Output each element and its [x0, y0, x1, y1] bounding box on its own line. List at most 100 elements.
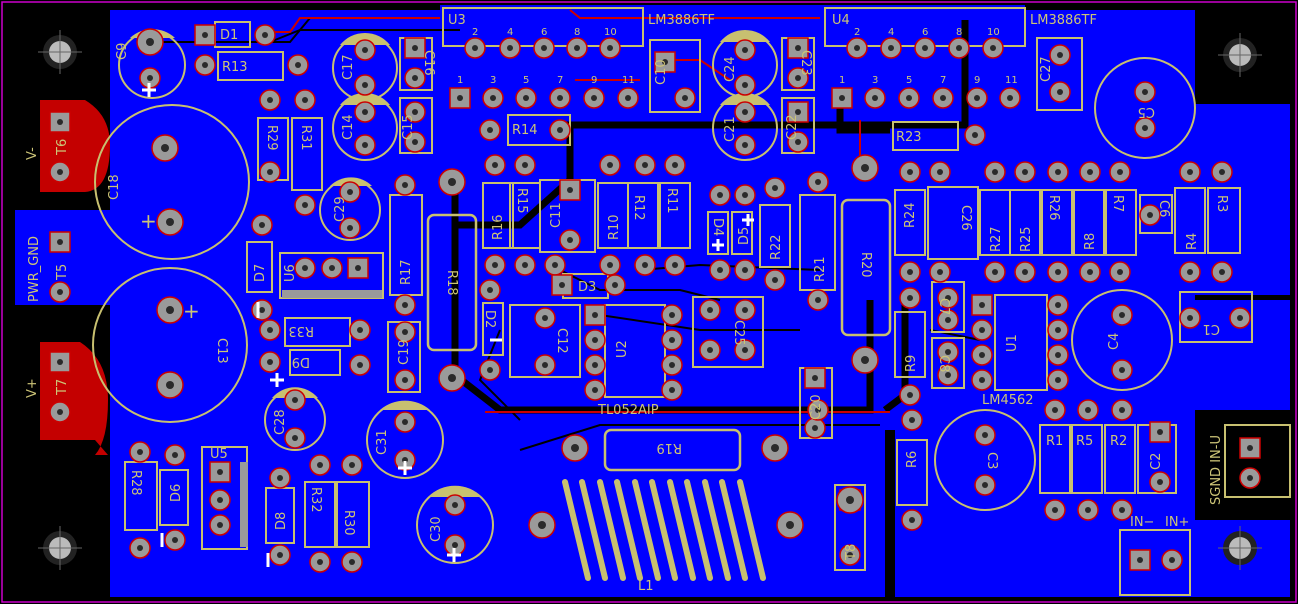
svg-text:7: 7: [940, 75, 946, 86]
u4-pin5: [898, 87, 920, 109]
label-c5: C5: [1138, 104, 1155, 119]
label-r32: R32: [308, 487, 323, 513]
label-d7: D7: [253, 264, 268, 282]
svg-text:4: 4: [888, 27, 894, 38]
label-r6: R6: [905, 451, 920, 468]
label-r31: R31: [298, 125, 313, 151]
label-r9: R9: [904, 355, 919, 372]
label-r20: R20: [858, 252, 873, 278]
label-u5: U5: [210, 447, 228, 462]
label-r5: R5: [1076, 434, 1093, 449]
label-c26: C26: [958, 205, 973, 231]
svg-text:1: 1: [839, 75, 845, 86]
label-c29: C29: [333, 196, 348, 222]
svg-text:7: 7: [557, 75, 563, 86]
label-l1: L1: [638, 579, 654, 594]
label-u6: U6: [283, 264, 298, 282]
label-d4: D4: [710, 218, 725, 236]
label-u3: U3: [448, 13, 466, 28]
label-d8: D8: [274, 512, 289, 530]
svg-text:2: 2: [854, 27, 860, 38]
u4-pin6: [914, 37, 936, 59]
svg-text:9: 9: [591, 75, 597, 86]
pin-numbers: 2 4 6 8 10 1 3 5 7 9 11 2 4 6 8 10 1 3 5…: [457, 27, 1018, 86]
label-r1: R1: [1046, 434, 1063, 449]
label-r23: R23: [896, 130, 922, 145]
label-c11: C11: [549, 202, 564, 228]
label-d2: D2: [482, 310, 497, 328]
u4-pin7: [932, 87, 954, 109]
label-u1: U1: [1005, 334, 1020, 352]
label-c18: C18: [107, 174, 122, 200]
label-u2: U2: [615, 340, 630, 358]
label-c31: C31: [375, 429, 390, 455]
svg-text:3: 3: [490, 75, 496, 86]
label-c21: C21: [723, 116, 738, 142]
u3-pin11: [617, 87, 639, 109]
label-c10: C10: [654, 59, 669, 85]
signal-traces: [150, 17, 981, 451]
svg-text:11: 11: [622, 75, 635, 86]
plus-c18: +: [140, 209, 157, 233]
label-c12: C12: [554, 328, 569, 354]
svg-text:11: 11: [1005, 75, 1018, 86]
u6-heatsink-bar: [282, 290, 382, 298]
svg-text:6: 6: [541, 27, 547, 38]
label-r21: R21: [813, 256, 828, 282]
label-c2: C2: [1149, 453, 1164, 470]
silk-labels: U3 LM3886TF U4 LM3886TF LM4562 TL052AIP …: [140, 13, 1189, 594]
u4-pin10: [982, 37, 1004, 59]
label-d9: D9: [292, 354, 310, 369]
u3-pin1: [449, 87, 471, 109]
label-r28: R28: [128, 470, 143, 496]
silk-rects: [124, 21, 1291, 596]
label-d3: D3: [578, 280, 596, 295]
label-r7: R7: [1110, 195, 1125, 212]
rotated-labels: C9 C18 C13 V- T6 PWR_GND T5 V+ T7 R29 R3…: [25, 43, 1229, 561]
label-c23: C23: [798, 50, 813, 76]
label-c27: C27: [1039, 56, 1054, 82]
label-r27: R27: [989, 226, 1004, 252]
copper-pour-cutout: [885, 430, 895, 597]
label-c17: C17: [341, 54, 356, 80]
u3-pin6: [533, 37, 555, 59]
svg-text:9: 9: [974, 75, 980, 86]
svg-text:3: 3: [872, 75, 878, 86]
svg-text:5: 5: [523, 75, 529, 86]
label-t5: T5: [55, 264, 70, 281]
label-in-plus: IN+: [1165, 515, 1189, 530]
label-c4: C4: [1107, 333, 1122, 350]
label-c20: C20: [809, 394, 824, 420]
u3-pin9: [583, 87, 605, 109]
resistor-bodies: [426, 198, 892, 472]
u4-pin2: [846, 37, 868, 59]
label-r26: R26: [1046, 195, 1061, 221]
svg-text:8: 8: [574, 27, 580, 38]
svg-text:1: 1: [457, 75, 463, 86]
u5-heatsink-bar: [240, 462, 248, 547]
label-c3: C3: [984, 452, 999, 469]
label-d5: D5: [737, 227, 752, 245]
label-v-plus: V+: [25, 378, 40, 398]
label-u4-part: LM3886TF: [1030, 13, 1097, 28]
label-pwr-gnd: PWR_GND: [27, 236, 42, 302]
label-r10: R10: [607, 214, 622, 240]
label-c8: C8: [936, 355, 951, 372]
u4-pin3: [864, 87, 886, 109]
u4-pin9: [966, 87, 988, 109]
svg-text:2: 2: [472, 27, 478, 38]
label-t6: T6: [55, 139, 70, 156]
svg-text:4: 4: [507, 27, 513, 38]
inductor-l1-coil: [562, 479, 766, 581]
label-r8: R8: [1083, 233, 1098, 250]
label-r33: R33: [288, 323, 314, 338]
label-c16: C16: [421, 50, 436, 76]
label-t8: T8: [844, 544, 859, 561]
label-sgnd-in-u: SGND IN-U: [1209, 435, 1224, 505]
u3-pin7: [549, 87, 571, 109]
u4-pin4: [880, 37, 902, 59]
label-u2-part: TL052AIP: [597, 403, 659, 418]
u3-pin8: [566, 37, 588, 59]
label-c13: C13: [214, 338, 229, 364]
